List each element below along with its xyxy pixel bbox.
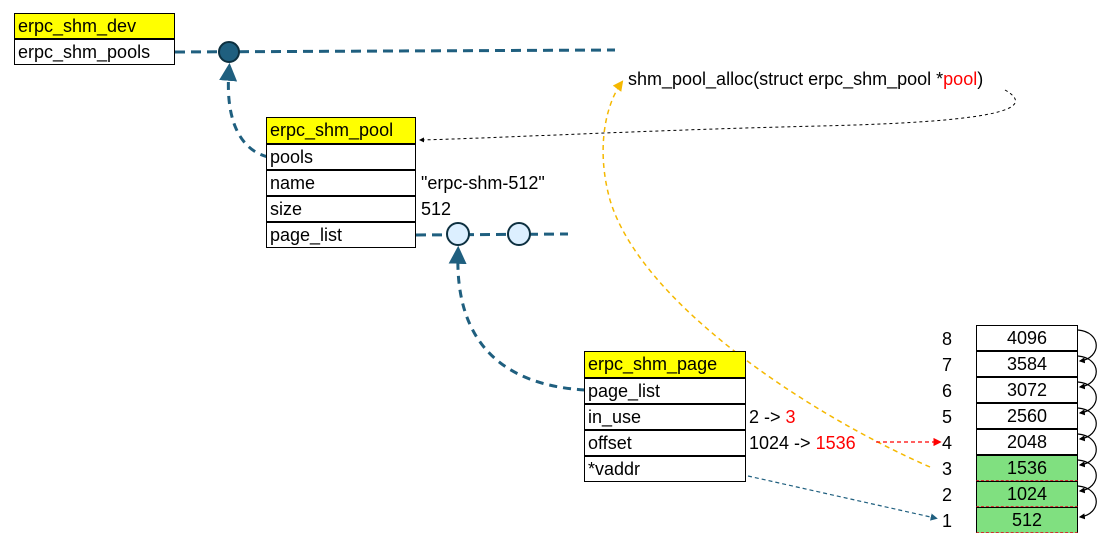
pool-name-value: "erpc-shm-512": [421, 173, 545, 193]
free-list-loops: [1077, 329, 1097, 520]
array-index: 1: [941, 511, 952, 531]
dev-list-line: [174, 48, 616, 54]
call-to-pool-arrow: [419, 89, 1016, 143]
in-use-value: 2 -> 3: [749, 405, 796, 429]
page-field-vaddr: *vaddr: [584, 456, 746, 482]
pool-field-page-list: page_list: [266, 222, 416, 248]
array-index: 2: [941, 485, 952, 505]
array-index: 6: [941, 381, 952, 401]
array-index: 3: [941, 459, 952, 479]
alloc-call-suffix: ): [977, 69, 984, 89]
dev-title: erpc_shm_dev: [14, 13, 175, 39]
array-index: 7: [941, 355, 952, 375]
dev-list-node: [218, 41, 240, 63]
pool-field-pools: pools: [266, 144, 416, 170]
array-slot-used: 512: [976, 507, 1078, 533]
offset-old: 1024 ->: [749, 433, 816, 453]
array-slot: 3072: [976, 377, 1078, 403]
alloc-call-param: pool: [943, 69, 978, 89]
pool-field-name: name: [266, 170, 416, 196]
array-slot: 4096: [976, 325, 1078, 351]
array-slot: 2560: [976, 403, 1078, 429]
page-list-line: [415, 232, 569, 237]
array-index: 8: [941, 329, 952, 349]
page-link-arrow: [448, 245, 586, 392]
page-field-in-use: in_use: [584, 404, 746, 430]
array-index: 5: [941, 407, 952, 427]
alloc-call-prefix: shm_pool_alloc(struct erpc_shm_pool *: [628, 69, 944, 89]
pool-size-value: 512: [421, 199, 452, 219]
offset-new: 1536: [815, 433, 856, 453]
page-field-offset: offset: [584, 430, 746, 456]
alloc-return-arrow: [602, 80, 931, 468]
offset-value: 1024 -> 1536: [749, 431, 856, 455]
page-field-page-list: page_list: [584, 378, 746, 404]
array-slot-used: 1024: [976, 481, 1078, 507]
pools-link-arrow: [219, 62, 269, 159]
alloc-call-label: shm_pool_alloc(struct erpc_shm_pool *poo…: [628, 67, 983, 91]
array-index: 4: [941, 433, 952, 453]
vaddr-arrow: [747, 475, 938, 521]
page-title: erpc_shm_page: [584, 351, 746, 378]
array-slot: 3584: [976, 351, 1078, 377]
pool-title: erpc_shm_pool: [266, 117, 416, 144]
page-list-node-2: [507, 222, 531, 246]
in-use-new: 3: [785, 407, 796, 427]
dev-field-pools: erpc_shm_pools: [14, 39, 175, 65]
in-use-old: 2 ->: [749, 407, 786, 427]
array-slot-used: 1536: [976, 455, 1078, 481]
pool-field-size: size: [266, 196, 416, 222]
page-list-node-1: [446, 222, 470, 246]
array-slot: 2048: [976, 429, 1078, 455]
